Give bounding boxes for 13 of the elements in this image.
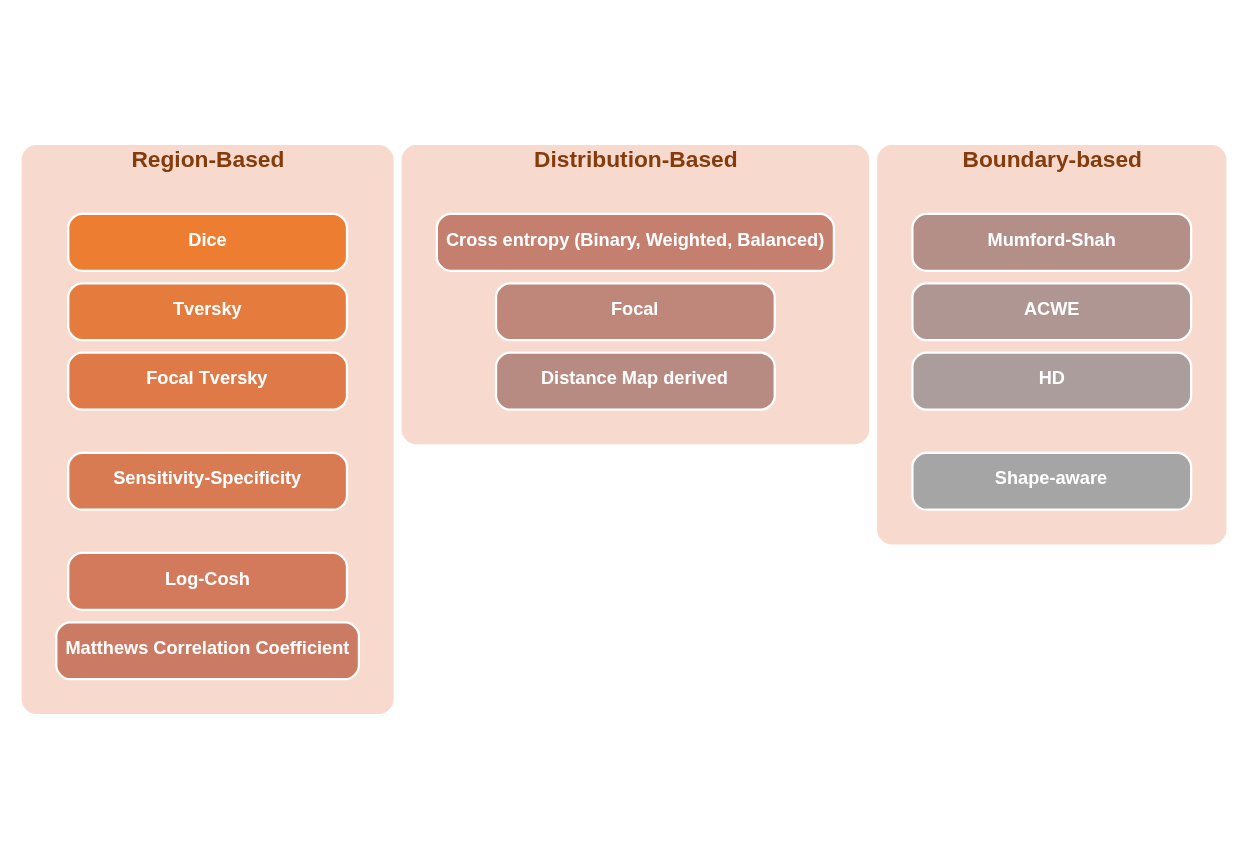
- node-box: Focal: [494, 281, 776, 341]
- node-box: Shape-aware: [911, 451, 1193, 511]
- node-box: Log-Cosh: [67, 551, 349, 611]
- node-box: Tversky: [67, 281, 349, 341]
- node-box: Distance Map derived: [494, 351, 776, 411]
- node-box: Matthews Correlation Coefficient: [55, 620, 361, 680]
- node-box: Focal Tversky: [67, 351, 349, 411]
- node-box: HD: [911, 351, 1193, 411]
- node-box: Sensitivity-Specificity: [67, 451, 349, 511]
- node-box: Mumford-Shah: [911, 212, 1193, 272]
- node-box: ACWE: [911, 281, 1193, 341]
- node-box: Dice: [67, 212, 349, 272]
- node-box: Cross entropy (Binary, Weighted, Balanced): [435, 212, 836, 272]
